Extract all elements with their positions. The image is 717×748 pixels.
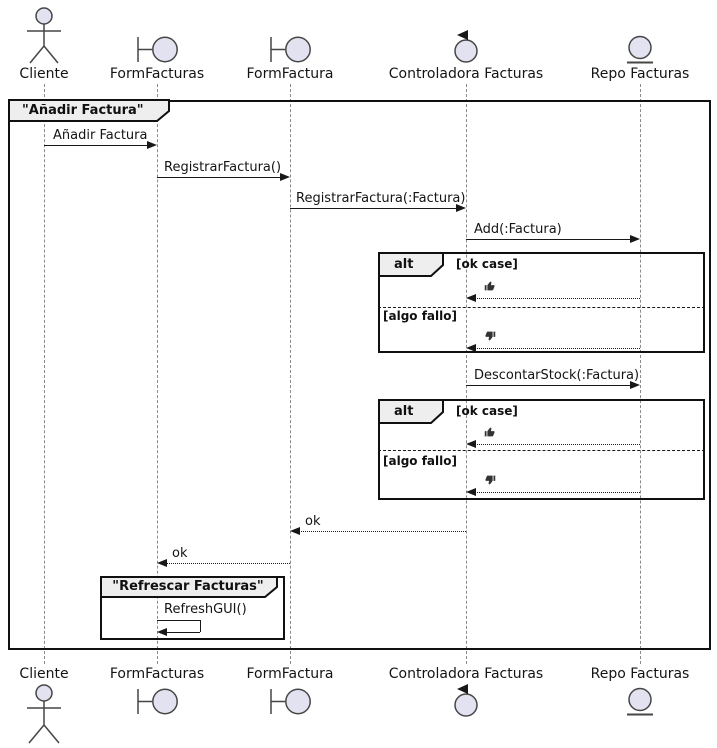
arrowhead [290,527,300,535]
alt-fragment-2-tab [378,399,444,424]
alt-fragment-1 [378,252,705,353]
entity-icon [627,35,653,64]
arrowhead [157,559,167,567]
thumbs-up-icon [484,281,495,291]
lifeline-formfacturas [156,84,158,664]
lifeline-cliente [43,84,45,664]
actor-icon [27,7,61,64]
participant-label-formfactura-bottom: FormFactura [246,666,334,682]
arrowhead [466,294,476,302]
return-ok-formfactura: ok [305,514,321,529]
main-frame-tab [8,99,170,122]
participant-label-controladora: Controladora Facturas [388,66,544,82]
alt2-guard-ok: [ok case] [456,404,518,418]
participant-label-controladora-bottom: Controladora Facturas [388,666,544,682]
main-frame-title: "Añadir Factura" [22,103,144,118]
arrowhead [466,488,476,496]
actor-icon [27,684,61,744]
message-add-factura: Add(:Factura) [474,222,562,237]
participant-label-cliente: Cliente [19,66,69,82]
participant-label-formfacturas: FormFacturas [109,66,205,82]
arrowhead [630,381,640,389]
message-anadir-factura: Añadir Factura [53,128,148,143]
boundary-icon [137,688,178,715]
arrowhead [280,173,290,181]
alt2-divider [378,450,705,451]
lifeline-formfactura [289,84,291,664]
boundary-icon [270,688,311,715]
thumbs-up-icon [484,427,495,437]
refrescar-frame-tab [100,576,278,598]
arrowhead [147,141,157,149]
participant-label-formfacturas-bottom: FormFacturas [109,666,205,682]
thumbs-down-icon [485,331,496,341]
boundary-icon [137,36,178,63]
alt1-guard-fail: [algo fallo] [383,309,457,323]
entity-icon [627,687,653,716]
arrowhead [466,344,476,352]
lifeline-repo [639,84,641,664]
alt-operator: alt [394,257,414,272]
refrescar-frame-title: "Refrescar Facturas" [112,579,264,594]
arrowhead [466,440,476,448]
arrowhead [157,628,167,636]
participant-label-formfactura: FormFactura [246,66,334,82]
participant-label-repo: Repo Facturas [590,66,690,82]
alt1-divider [378,307,705,308]
message-refresh-gui: RefreshGUI() [164,602,247,617]
alt-fragment-1-tab [378,252,444,277]
alt-operator: alt [394,404,414,419]
thumbs-down-icon [485,475,496,485]
lifeline-controladora [465,84,467,664]
control-icon [454,684,478,717]
message-descontar-stock: DescontarStock(:Factura) [474,368,640,383]
control-icon [454,30,478,63]
alt1-guard-ok: [ok case] [456,257,518,271]
boundary-icon [270,36,311,63]
return-ok-formfacturas: ok [172,546,188,561]
message-registrar-factura-param: RegistrarFactura(:Factura) [296,191,466,206]
main-frame [8,100,711,650]
arrowhead [456,204,466,212]
participant-label-cliente-bottom: Cliente [19,666,69,682]
message-registrar-factura: RegistrarFactura() [164,160,282,175]
participant-label-repo-bottom: Repo Facturas [590,666,690,682]
alt-fragment-2 [378,399,705,500]
alt2-guard-fail: [algo fallo] [383,454,457,468]
arrowhead [630,235,640,243]
